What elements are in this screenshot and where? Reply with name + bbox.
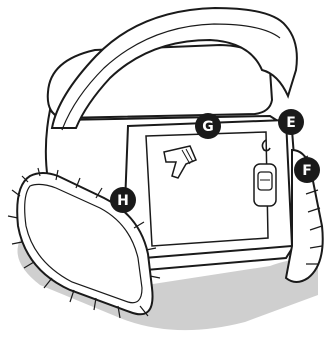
filter-door — [146, 132, 268, 246]
callout-e-label: E — [286, 115, 296, 131]
callout-h: H — [110, 187, 136, 213]
callout-f-label: F — [302, 163, 312, 179]
callout-f: F — [294, 157, 320, 183]
callout-g: G — [195, 113, 221, 139]
callout-e: E — [278, 109, 304, 135]
callout-g-label: G — [202, 119, 214, 135]
callout-h-label: H — [117, 193, 129, 209]
power-switch-knob — [258, 172, 272, 190]
